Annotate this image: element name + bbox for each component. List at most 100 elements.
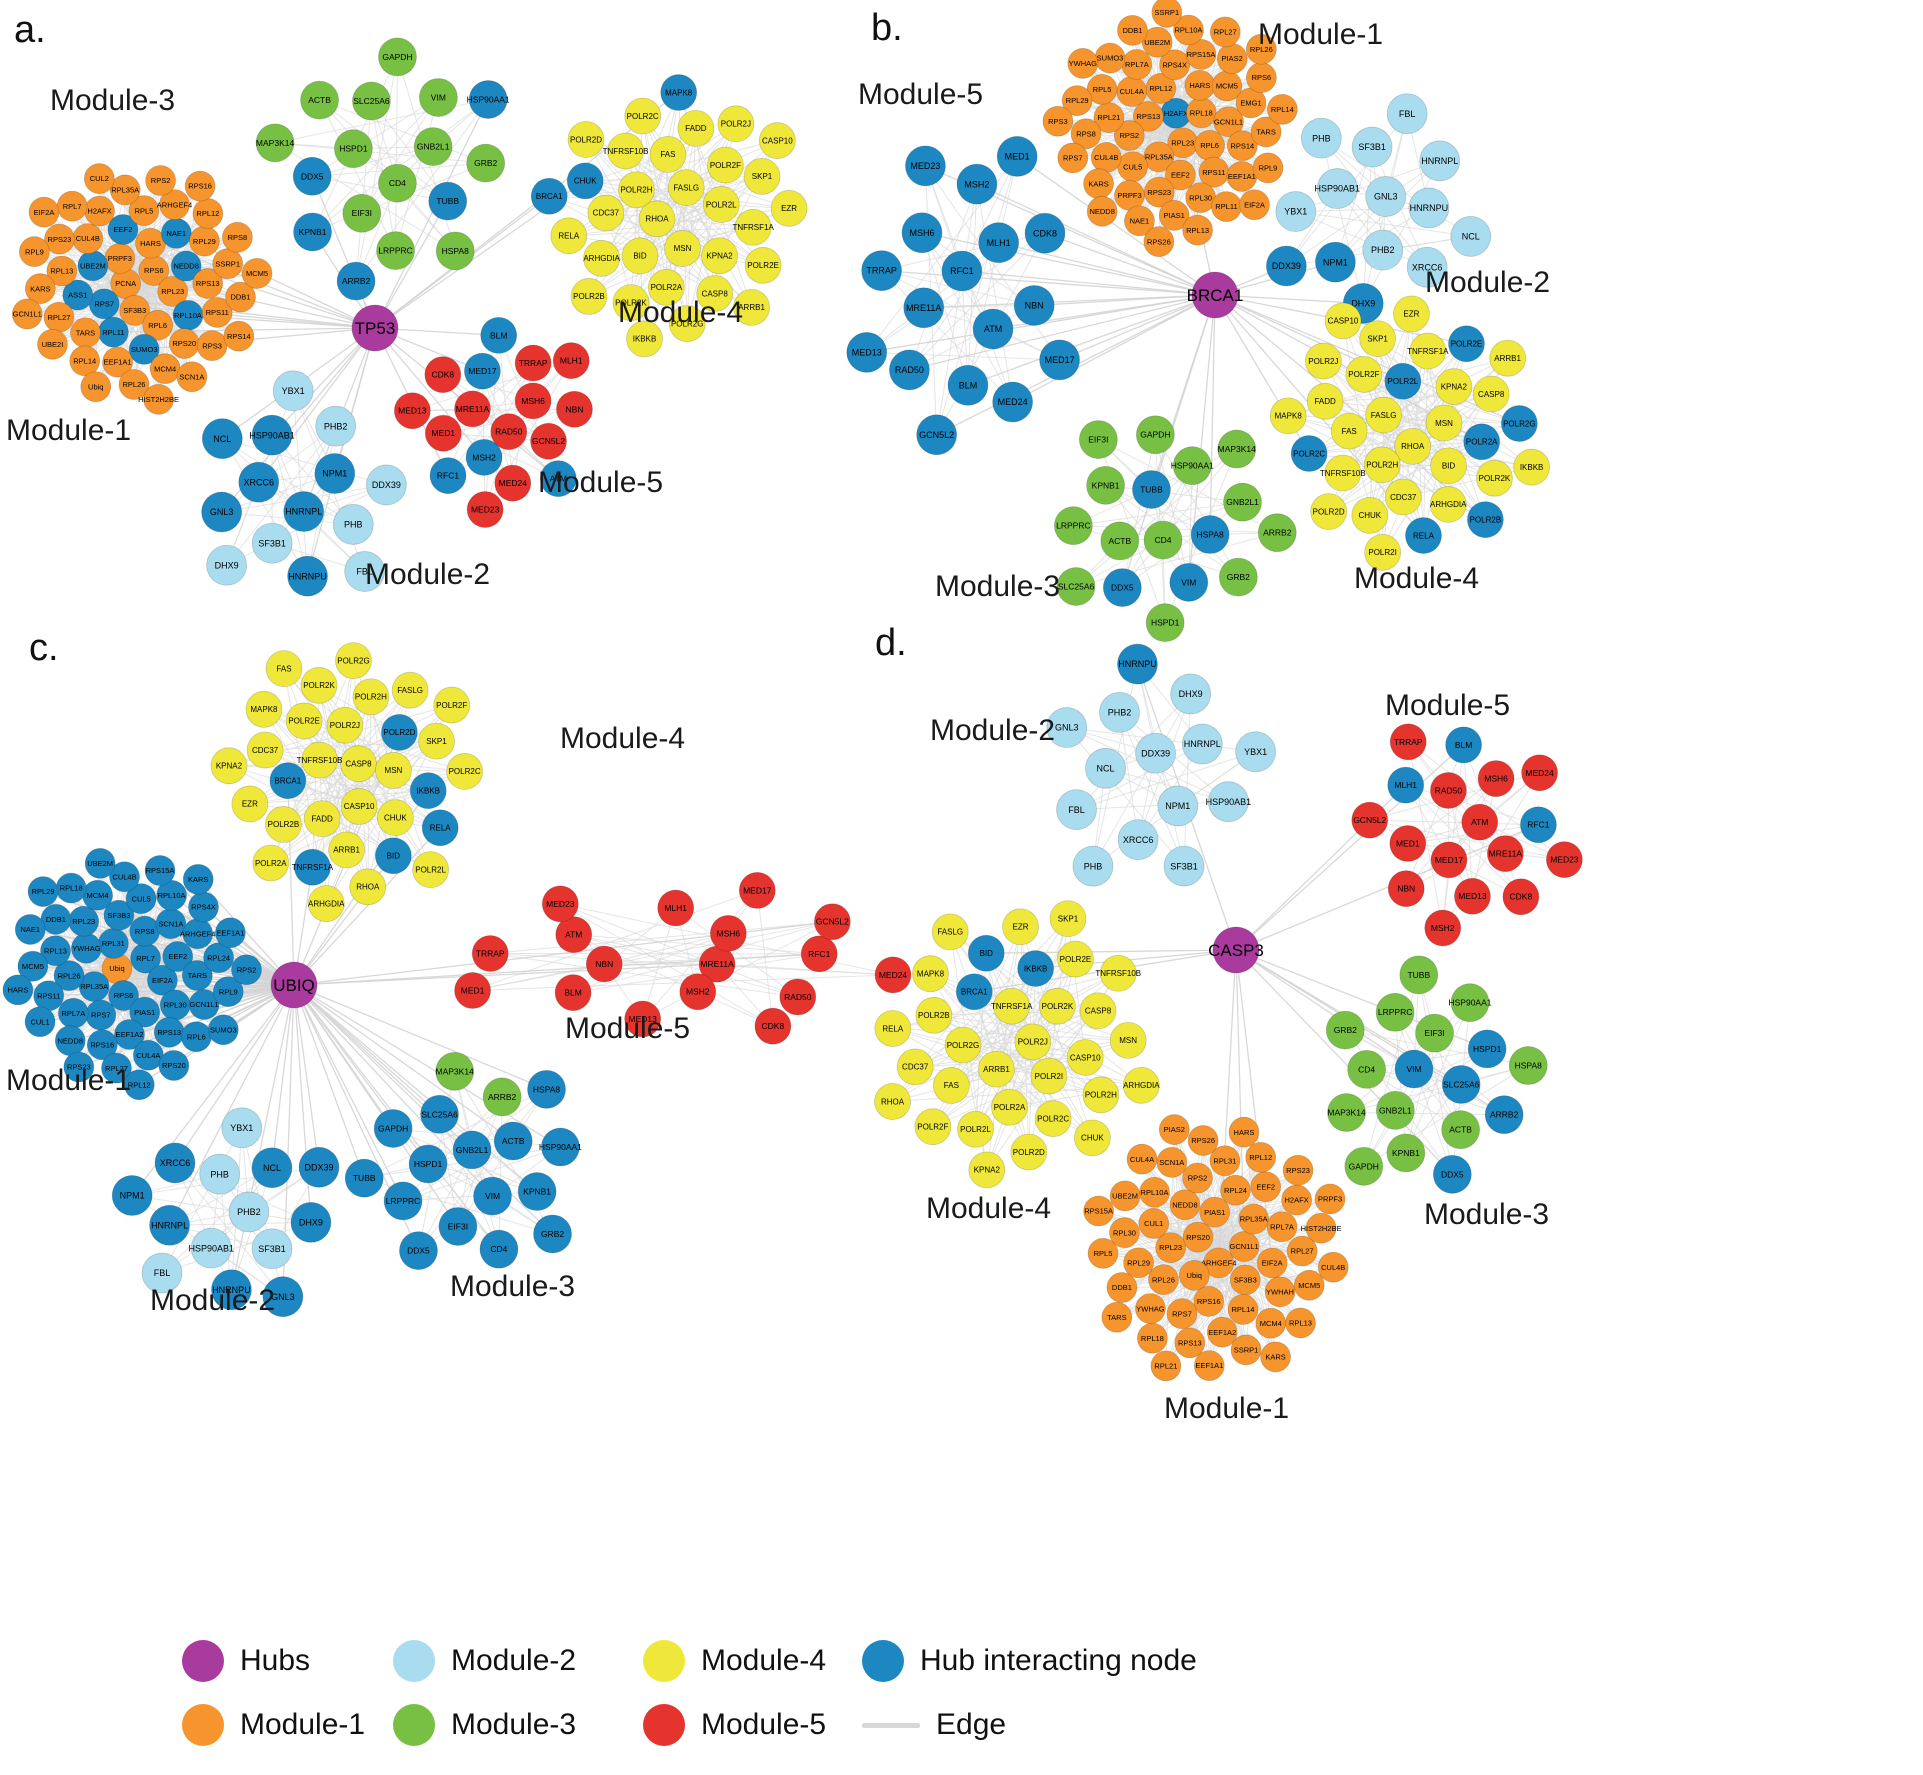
node-label: DDX5 (1111, 583, 1134, 593)
edge (1122, 501, 1243, 588)
node-CUL4B: CUL4B (1317, 1251, 1349, 1283)
node-KARS: KARS (182, 863, 214, 895)
node-EZR: EZR (770, 189, 808, 227)
node-label: MAPK8 (250, 705, 278, 714)
edge (1394, 1011, 1505, 1116)
node-label: ARRB1 (983, 1065, 1010, 1074)
node-POLR2E: POLR2E (1057, 940, 1094, 978)
node-GCN5L2: GCN5L2 (813, 903, 851, 941)
node-RPL12: RPL12 (1245, 1142, 1277, 1173)
edge (1076, 743, 1203, 811)
node-label: KPNA2 (1441, 382, 1468, 391)
node-label: KARS (188, 875, 208, 884)
node-label: POLR2C (1293, 449, 1325, 458)
node-PIAS1: PIAS1 (1158, 200, 1190, 231)
node-label: SUMO3 (1097, 54, 1124, 63)
node-RAD50: RAD50 (490, 413, 528, 451)
node-label: GRB2 (474, 158, 497, 168)
node-label: RAD50 (784, 992, 812, 1002)
edge (275, 142, 486, 164)
node-NCL: NCL (201, 418, 243, 460)
node-NAE1: NAE1 (14, 914, 46, 945)
node-label: TUBB (1140, 484, 1163, 494)
hub-edge (293, 984, 404, 1202)
node-KPNB1: KPNB1 (293, 212, 332, 252)
node-label: HARS (1234, 1128, 1255, 1137)
node-label: RPS11 (1202, 168, 1225, 177)
node-MSN: MSN (375, 751, 412, 789)
node-POLR2L: POLR2L (1384, 362, 1422, 400)
node-label: POLR2B (573, 292, 605, 301)
node-BRCA1: BRCA1 (955, 973, 993, 1011)
node-EEF2: EEF2 (1165, 159, 1196, 191)
node-POLR2L: POLR2L (702, 186, 740, 223)
node-label: RPS23 (48, 235, 72, 244)
node-label: CHUK (1081, 1134, 1104, 1143)
edge (1348, 430, 1384, 553)
module-label-d-module-1: Module-1 (1164, 1392, 1289, 1425)
node-CASP8: CASP8 (1079, 992, 1117, 1030)
node-BID: BID (967, 934, 1005, 972)
node-ARHGDIA: ARHGDIA (583, 239, 620, 277)
node-HARS: HARS (2, 974, 34, 1006)
node-SF3B3: SF3B3 (103, 899, 135, 931)
node-MLH1: MLH1 (1387, 766, 1425, 804)
node-ACTB: ACTB (300, 80, 339, 120)
node-label: RPL13 (44, 946, 67, 955)
node-label: YWHAG (72, 944, 101, 953)
node-EEF2: EEF2 (162, 941, 194, 972)
node-NPM1: NPM1 (1157, 785, 1199, 827)
node-GCN1L1: GCN1L1 (188, 989, 220, 1020)
node-label: KARS (1088, 179, 1108, 188)
node-RPS15A: RPS15A (1083, 1195, 1115, 1227)
edge (1405, 744, 1465, 889)
node-label: RPL23 (1159, 1243, 1182, 1252)
node-label: RPL6 (1200, 141, 1219, 150)
node-GNB2L1: GNB2L1 (1223, 482, 1262, 522)
node-label: RFC1 (1527, 820, 1549, 830)
node-RPL35A: RPL35A (109, 174, 141, 206)
node-label: MSH6 (521, 396, 545, 406)
node-DDX5: DDX5 (1102, 568, 1142, 607)
node-label: RPL6 (148, 321, 167, 330)
node-TNFRSF1A: TNFRSF1A (292, 848, 334, 886)
node-CHUK: CHUK (376, 799, 414, 837)
node-label: SKP1 (426, 737, 447, 746)
node-label: YWHAH (1266, 1287, 1294, 1296)
node-label: RPS13 (1136, 112, 1160, 121)
node-label: EEF2 (168, 952, 187, 961)
node-RPS13: RPS13 (153, 1016, 185, 1048)
node-label: GRB2 (1227, 572, 1250, 582)
node-label: RPL9 (1259, 164, 1278, 173)
node-RHOA: RHOA (638, 200, 676, 238)
node-FASLG: FASLG (391, 671, 429, 709)
node-label: RPS26 (1191, 1136, 1215, 1145)
node-label: RPL7A (61, 1009, 85, 1018)
node-label: DDB1 (1122, 26, 1142, 35)
node-label: MED13 (852, 348, 882, 358)
hub-edge (293, 984, 514, 1142)
node-label: NAE1 (20, 925, 40, 934)
node-UBE2I: UBE2I (37, 328, 68, 360)
node-label: MCM4 (154, 364, 176, 373)
edge (311, 97, 439, 177)
node-RPL13: RPL13 (1285, 1307, 1316, 1339)
node-label: TRRAP (1394, 737, 1423, 747)
node-MED1: MED1 (424, 414, 462, 452)
node-HSPA8: HSPA8 (527, 1069, 566, 1109)
edge (1295, 207, 1429, 212)
module-label-d-module-3: Module-3 (1424, 1198, 1549, 1231)
node-label: EEF1A1 (1228, 172, 1256, 181)
node-label: POLR2F (710, 161, 741, 170)
node-EIF3I: EIF3I (1415, 1013, 1454, 1053)
node-MAPK8: MAPK8 (912, 955, 949, 993)
node-UBE2M: UBE2M (77, 250, 109, 282)
node-POLR2C: POLR2C (624, 97, 662, 135)
node-label: ARHGDIA (1430, 500, 1467, 509)
node-RPS6: RPS6 (138, 255, 170, 286)
node-EEF1A2: EEF1A2 (114, 1019, 145, 1050)
node-label: PIAS1 (134, 1008, 155, 1017)
edge (394, 704, 453, 818)
node-label: PHB2 (1108, 707, 1132, 717)
